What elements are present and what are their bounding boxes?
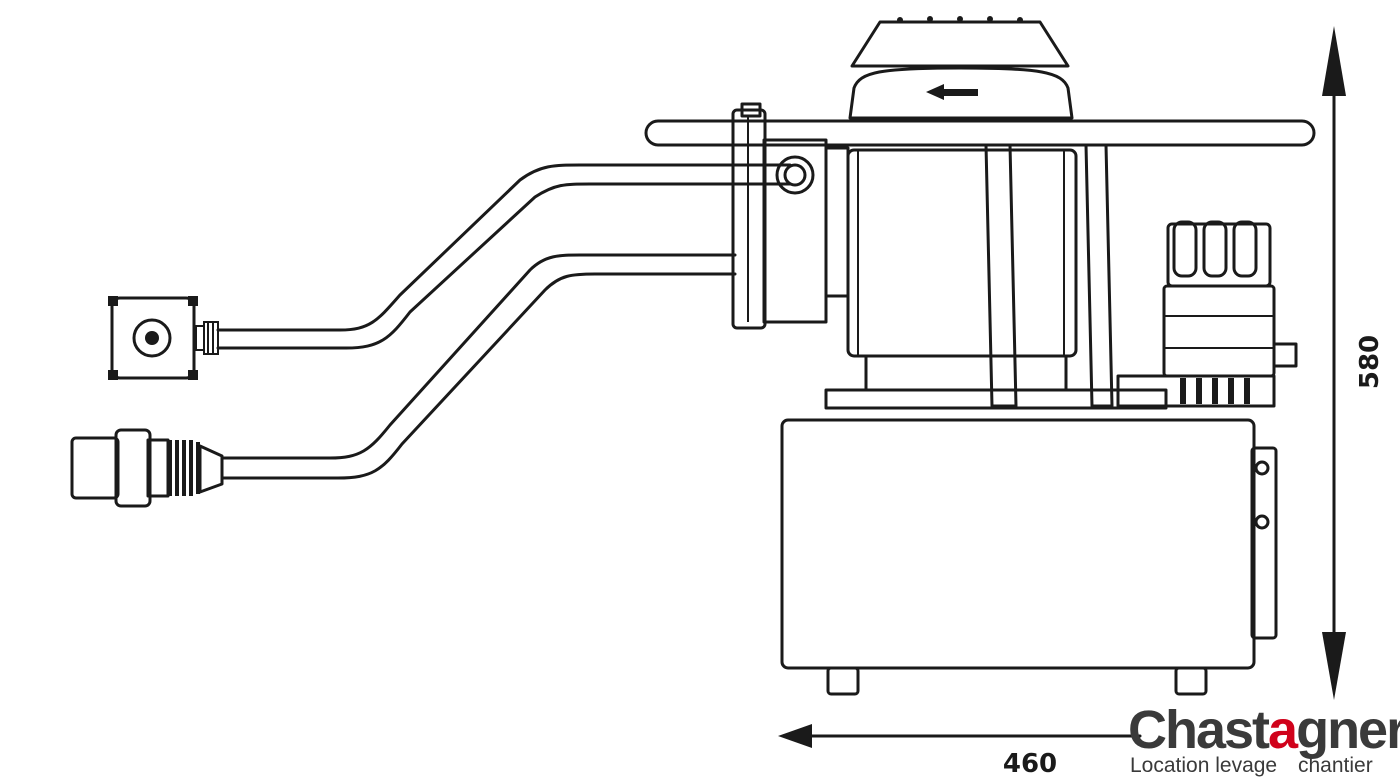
height-label: 580 [1355,335,1385,389]
width-label: 460 [1003,749,1057,779]
rotation-arrow [926,84,978,100]
oil-reservoir [780,418,1278,696]
power-plug [70,428,224,508]
brand-logo: Chastagner Location levage chantier [1128,700,1400,777]
push-button-box [108,296,219,380]
logo-name: Chastagner [1128,700,1400,760]
power-cable [220,253,737,480]
height-dimension: 580 [1322,26,1385,700]
logo-subtitle-right: chantier [1298,754,1373,777]
carry-handle [644,119,1316,408]
motor-flange [731,102,828,330]
motor-body [824,146,1168,410]
pressure-valve [1116,220,1298,408]
width-dimension: 460 [778,724,1142,779]
logo-subtitle-left: Location levage [1130,754,1277,777]
fan-cover [848,16,1074,120]
logo-accent-letter: a [1268,700,1299,760]
control-cable [216,163,792,350]
